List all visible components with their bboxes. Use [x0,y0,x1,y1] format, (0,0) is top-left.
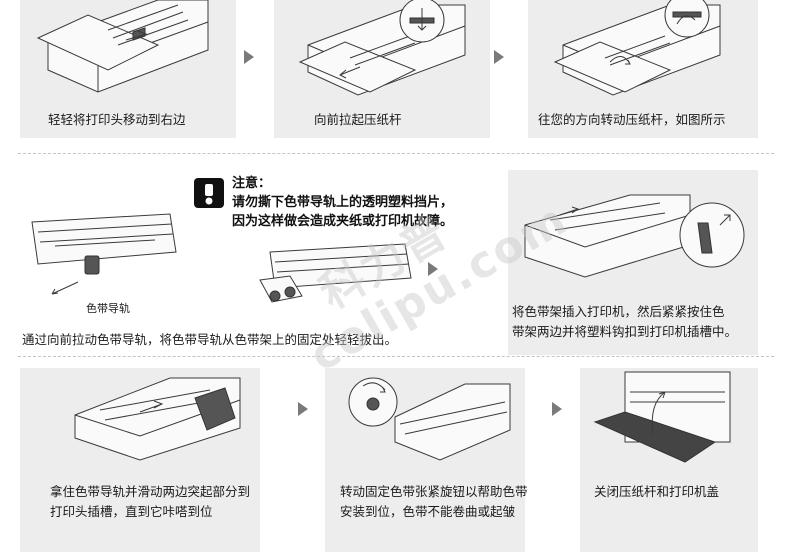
step-close-caption-line1: 关闭压纸杆和打印机盖 [594,484,720,499]
step-arrow-4 [298,402,308,416]
notice-title: 注意： [232,176,272,191]
ribbon-guide-removal-illustration [259,243,412,303]
notice-line1: 请勿撕下色带导轨上的透明塑料挡片， [232,195,454,210]
close-cover-illustration [593,371,731,463]
ribbon-cartridge-illustration [31,213,177,295]
step-guide-caption-line2: 打印头插槽，直到它咔嗒到位 [50,504,213,519]
step2-caption: 向前拉起压纸杆 [314,112,402,127]
ribbon-guide-slide-illustration [74,377,241,461]
step-knob-caption-line2: 安装到位，色带不能卷曲或起皱 [340,504,516,519]
step3-caption: 往您的方向转动压纸杆，如图所示 [538,112,726,127]
ribbon-guide-removal-caption: 通过向前拉动色带导轨，将色带导轨从色带架上的固定处轻轻拔出。 [22,332,398,347]
tension-knob-illustration [348,377,511,461]
warning-icon [194,178,224,208]
step1-printer-illustration [36,0,209,93]
step-arrow-5 [552,402,562,416]
ribbon-insert-caption-line2: 带架两边并将塑料钩扣到打印机插槽中。 [512,324,738,339]
step1-caption: 轻轻将打印头移动到右边 [48,112,186,127]
step-knob-caption-line1: 转动固定色带张紧旋钮以帮助色带 [340,484,528,499]
step-guide-caption-line1: 拿住色带导轨并滑动两边突起部分到 [50,484,251,499]
ribbon-insert-caption-line1: 将色带架插入打印机，然后紧紧按住色 [512,304,725,319]
step-arrow-2 [494,50,504,64]
ribbon-insert-printer-illustration [524,194,745,278]
ribbon-guide-label: 色带导轨 [86,302,130,315]
step3-printer-illustration [553,0,721,96]
step-arrow-3 [428,262,438,276]
notice-line2: 因为这样做会造成夹纸或打印机故障。 [232,214,454,229]
section-divider-1 [18,153,774,154]
section-divider-2 [18,356,774,357]
step-arrow-1 [244,50,254,64]
step2-printer-illustration [298,0,466,96]
